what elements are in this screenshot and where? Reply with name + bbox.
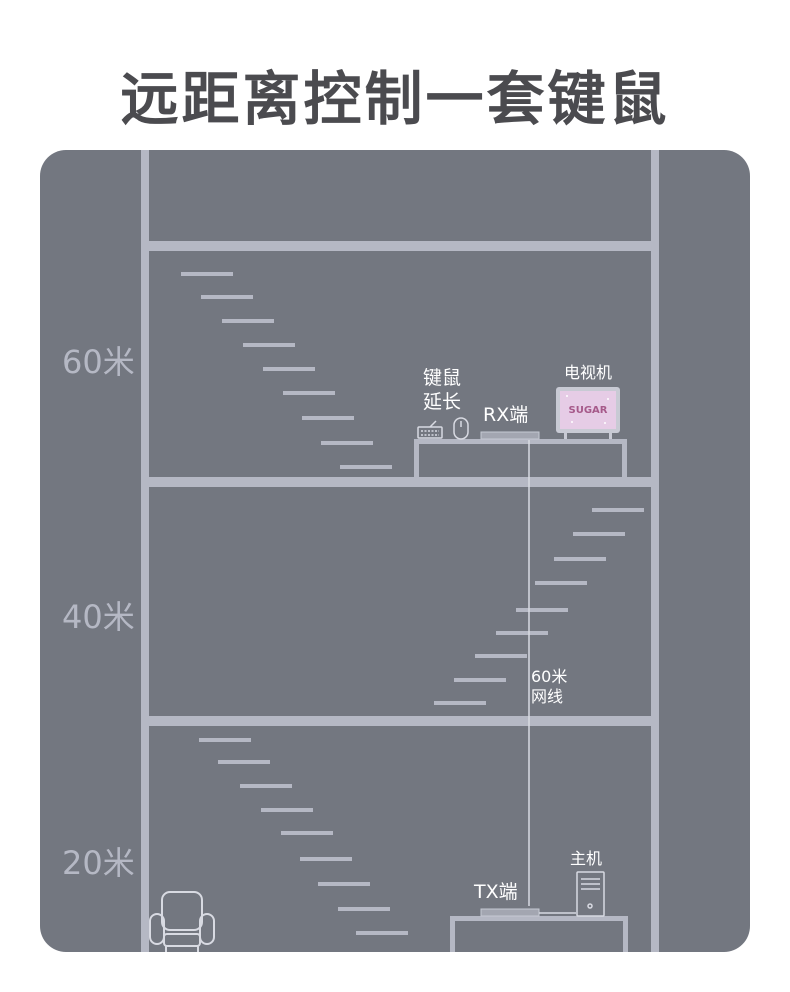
cable-label-line2: 网线: [531, 687, 564, 706]
building-diagram: SUGAR: [141, 150, 659, 952]
floor-slab-40: [141, 716, 659, 726]
left-wall: [141, 150, 149, 952]
tv-label: 电视机: [564, 363, 613, 382]
mouse-icon: [453, 417, 469, 440]
page-title: 远距离控制一套键鼠: [120, 65, 670, 133]
stairs-bottom: [199, 738, 408, 935]
tx-box: [480, 908, 540, 917]
floor-label-20: 20米: [62, 844, 135, 882]
building-panel: SUGAR 60米 40米: [40, 150, 750, 952]
stairs-top: [181, 272, 392, 469]
bottom-desk: [450, 916, 628, 952]
rx-box: [480, 431, 540, 440]
roof-slab: [141, 241, 659, 251]
cable-label-line1: 60米: [531, 667, 568, 686]
keyboard-icon: [417, 420, 443, 439]
host-label: 主机: [570, 849, 603, 868]
armchair-icon: [149, 891, 215, 952]
top-desk: [414, 439, 627, 477]
right-wall: [651, 150, 659, 952]
stairs-middle: [434, 508, 644, 705]
rx-label: RX端: [483, 404, 529, 426]
floor-label-40: 40米: [62, 598, 135, 636]
floor-label-60: 60米: [62, 343, 135, 381]
keyboard-mouse-label-line2: 延长: [423, 391, 462, 413]
tv-icon: SUGAR: [556, 387, 620, 439]
tx-label: TX端: [474, 881, 518, 903]
computer-tower-icon: [576, 871, 605, 917]
floor-slab-60: [141, 477, 659, 487]
keyboard-mouse-label-line1: 键鼠: [423, 367, 462, 389]
tv-screen-text: SUGAR: [569, 405, 608, 416]
